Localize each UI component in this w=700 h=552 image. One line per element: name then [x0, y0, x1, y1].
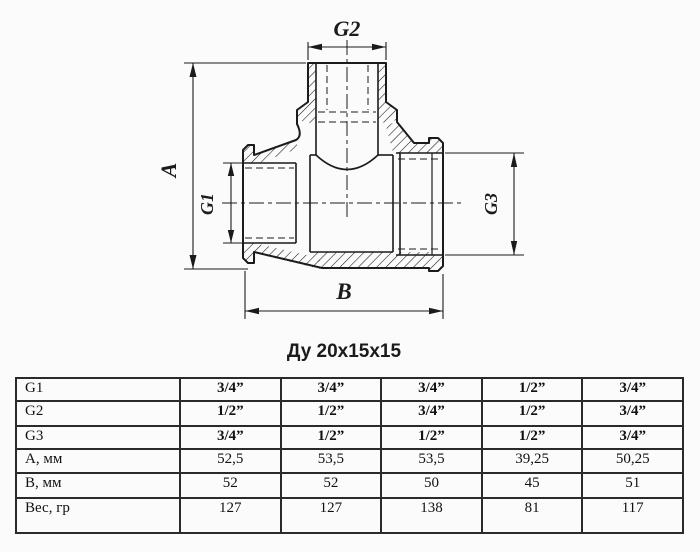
table-cell: 127	[279, 497, 383, 534]
table-cell: 51	[581, 472, 684, 499]
table-cell: 53,5	[380, 448, 483, 474]
table-cell: 52,5	[179, 448, 282, 474]
table-cell: 1/2”	[279, 425, 383, 450]
section-hatching	[243, 63, 443, 271]
table-cell: 50	[380, 472, 483, 499]
row-label: А, мм	[15, 448, 181, 474]
dim-label-g1: G1	[197, 193, 217, 215]
dimension-g1	[223, 162, 243, 244]
table-cell: 3/4”	[380, 400, 483, 427]
table-row-a-mm: А, мм 52,5 53,5 53,5 39,25 50,25	[15, 448, 684, 474]
thread-lines	[245, 65, 441, 250]
table-cell: 45	[480, 472, 584, 499]
table-cell: 1/2”	[480, 425, 584, 450]
row-label: G3	[15, 425, 181, 450]
table-cell: 1/2”	[480, 377, 584, 402]
table-row-weight: Вес, гр 127 127 138 81 117	[15, 497, 684, 534]
table-cell: 53,5	[279, 448, 383, 474]
table-cell: 52	[279, 472, 383, 499]
spec-table: G1 3/4” 3/4” 3/4” 1/2” 3/4” G2 1/2” 1/2”…	[15, 377, 684, 534]
table-cell: 138	[380, 497, 483, 534]
table-cell: 1/2”	[279, 400, 383, 427]
table-cell: 3/4”	[581, 400, 684, 427]
row-label: Вес, гр	[15, 497, 181, 534]
table-cell: 3/4”	[581, 377, 684, 402]
dimension-g2	[307, 42, 387, 60]
dimension-g3	[445, 152, 524, 256]
table-cell: 3/4”	[380, 377, 483, 402]
dim-label-g3: G3	[481, 193, 501, 215]
row-label: G2	[15, 400, 181, 427]
table-cell: 127	[179, 497, 282, 534]
table-cell: 1/2”	[480, 400, 584, 427]
table-cell: 1/2”	[179, 400, 282, 427]
row-label: В, мм	[15, 472, 181, 499]
dim-label-a: A	[156, 163, 181, 180]
dim-label-g2: G2	[334, 16, 361, 41]
table-cell: 3/4”	[279, 377, 383, 402]
table-cell: 39,25	[480, 448, 584, 474]
table-row-g3: G3 3/4” 1/2” 1/2” 1/2” 3/4”	[15, 425, 684, 450]
technical-drawing-tee-fitting: A G1 G2 G3	[156, 16, 524, 362]
table-row-g1: G1 3/4” 3/4” 3/4” 1/2” 3/4”	[15, 377, 684, 402]
fitting-outline	[242, 62, 444, 272]
table-cell: 50,25	[581, 448, 684, 474]
dim-label-b: B	[335, 279, 351, 304]
dimension-a	[184, 62, 306, 270]
table-cell: 3/4”	[581, 425, 684, 450]
table-cell: 3/4”	[179, 377, 282, 402]
table-row-g2: G2 1/2” 1/2” 3/4” 1/2” 3/4”	[15, 400, 684, 427]
dimension-b	[244, 271, 444, 319]
center-lines	[222, 40, 462, 218]
table-cell: 1/2”	[380, 425, 483, 450]
row-label: G1	[15, 377, 181, 402]
table-cell: 3/4”	[179, 425, 282, 450]
table-cell: 117	[581, 497, 684, 534]
table-cell: 52	[179, 472, 282, 499]
table-row-b-mm: В, мм 52 52 50 45 51	[15, 472, 684, 499]
drawing-caption: Ду 20х15х15	[287, 341, 402, 362]
table-cell: 81	[480, 497, 584, 534]
